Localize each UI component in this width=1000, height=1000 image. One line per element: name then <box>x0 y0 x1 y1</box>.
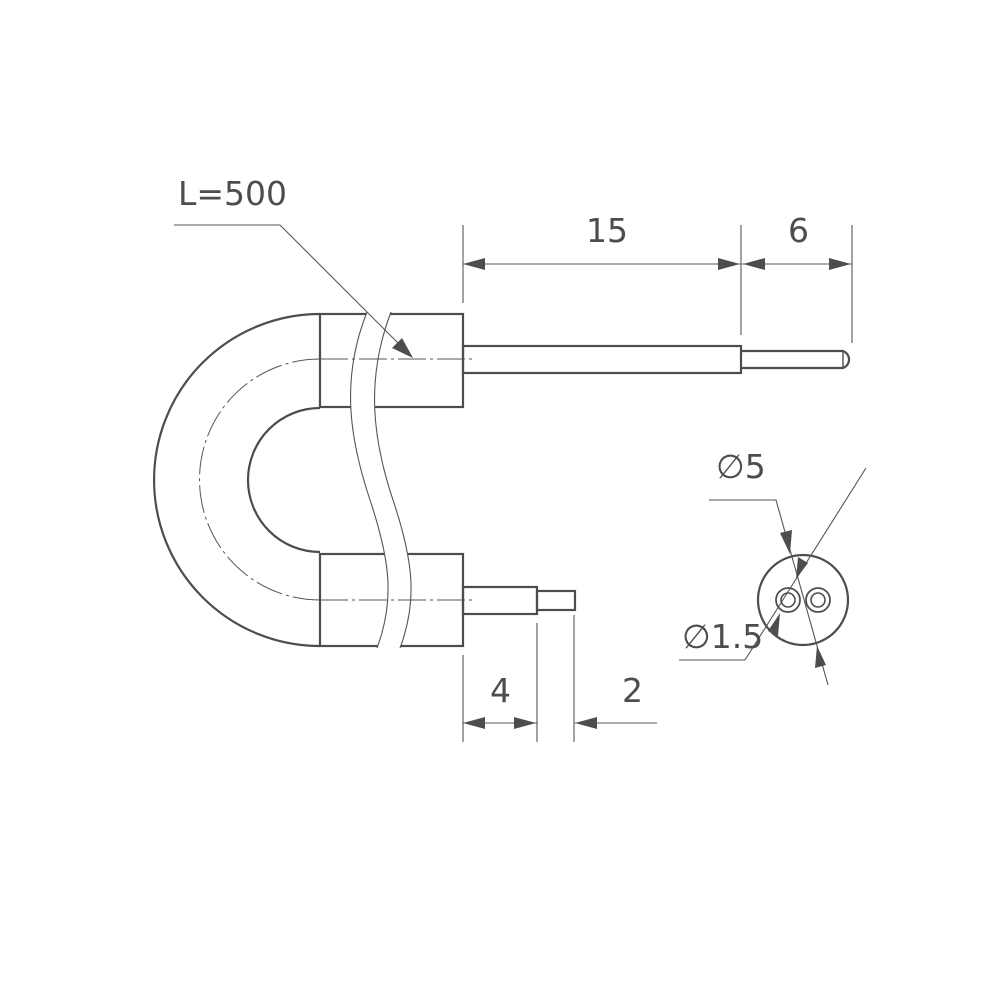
dim-label-15: 15 <box>586 211 628 250</box>
cable-body <box>152 311 475 649</box>
dia15-arrow-top <box>796 557 808 579</box>
bottom-dimensions: 4 2 <box>462 615 657 742</box>
length-leader: L=500 <box>174 174 413 358</box>
pin-right-outer <box>805 587 831 613</box>
dim-label-6: 6 <box>788 211 809 250</box>
dia15-arrow-bottom <box>768 613 780 636</box>
arrow-6-right <box>829 258 851 270</box>
bottom-pin-tip <box>535 589 577 612</box>
arrow-2 <box>575 717 597 729</box>
arrow-15-right <box>718 258 740 270</box>
cross-section: ∅5 ∅1.5 <box>679 447 867 686</box>
pin-left-inner <box>780 592 796 608</box>
top-pin <box>461 344 851 375</box>
dia5-leader <box>709 499 829 686</box>
top-dimensions: 15 6 <box>462 211 853 343</box>
arrow-4-right <box>514 717 536 729</box>
top-pin-body <box>461 344 743 375</box>
section-outer-circle <box>756 553 850 647</box>
break-line-right <box>374 311 412 649</box>
break-line-left <box>350 311 389 649</box>
length-label: L=500 <box>178 174 287 213</box>
cable-inner-arc <box>246 406 321 554</box>
length-leader-arrow <box>392 338 413 358</box>
cable-centerline-arc <box>199 358 321 601</box>
bottom-pin-body <box>461 585 539 616</box>
dim-label-2: 2 <box>622 671 643 710</box>
cable-outer-arc <box>152 312 321 648</box>
dim-label-4: 4 <box>490 671 511 710</box>
dia5-arrow-top <box>780 530 792 554</box>
break-gap-fill <box>350 312 412 648</box>
top-pin-tip <box>741 349 851 370</box>
pin-right-inner <box>810 592 826 608</box>
arrow-4-left <box>463 717 485 729</box>
dia5-label: ∅5 <box>716 447 766 486</box>
arrow-15-left <box>463 258 485 270</box>
pin-left-outer <box>775 587 801 613</box>
top-sleeve <box>318 312 465 409</box>
arrow-6-left <box>743 258 765 270</box>
length-leader-line <box>174 224 401 346</box>
bottom-pin <box>461 585 577 616</box>
dia5-arrow-bottom <box>815 646 826 668</box>
dia15-label: ∅1.5 <box>682 617 763 656</box>
